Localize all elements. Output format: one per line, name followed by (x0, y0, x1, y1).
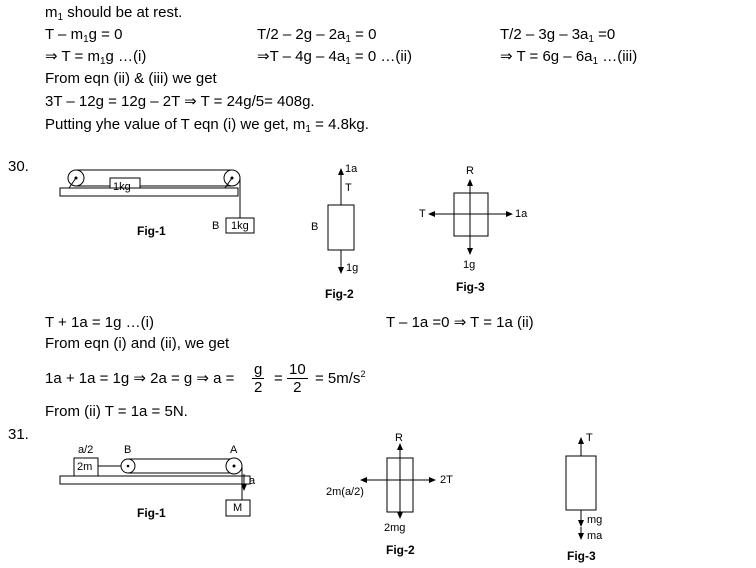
text-from-eqn: From eqn (ii) & (iii) we get (45, 70, 217, 87)
q30-fig3-diagram (428, 179, 513, 255)
q31-fig2-caption: Fig-2 (386, 543, 415, 557)
q30-fig2-T: T (345, 182, 352, 194)
q30-fig2-diagram (327, 168, 355, 274)
q30-fig1-block-label: 1kg (113, 181, 131, 193)
q31-fig1-mass-M: M (233, 502, 243, 514)
q31-fig3-T: T (586, 432, 593, 444)
q30-eq-sign: = (274, 370, 283, 387)
q30-fig2-1a: 1a (345, 163, 358, 175)
eq-col1-row1: T – m1g = 0 (45, 26, 123, 45)
eq-col3-row2: ⇒ T = 6g – 6a1 …(iii) (500, 48, 638, 67)
q31-fig3-caption: Fig-3 (567, 549, 596, 563)
eq-solve-T: 3T – 12g = 12g – 2T ⇒ T = 24g/5= 408g. (45, 93, 315, 110)
q30-fig3-T: T (419, 208, 426, 220)
q31-fig2-2m-a2: 2m(a/2) (326, 486, 364, 498)
q30-eq4-right: = 5m/s2 (315, 369, 366, 388)
question-number-31: 31. (8, 426, 29, 443)
q30-fig1-caption: Fig-1 (137, 224, 166, 238)
q31-fig1-block-2m: 2m (77, 461, 93, 473)
q30-eq5: From (ii) T = 1a = 5N. (45, 403, 188, 420)
q30-eq1: T + 1a = 1g …(i) (45, 314, 154, 331)
q30-eq2: T – 1a =0 ⇒ T = 1a (ii) (386, 314, 534, 331)
q30-fig3-1g: 1g (463, 259, 476, 271)
q31-fig1-caption: Fig-1 (137, 506, 166, 520)
q30-fig3-caption: Fig-3 (456, 280, 485, 294)
question-number-30: 30. (8, 158, 29, 175)
q30-fig1-b-letter: B (212, 220, 220, 232)
line-m1-rest: m1 should be at rest. (45, 4, 183, 23)
q31-fig3-mg: mg (587, 514, 603, 526)
q30-fig3-R: R (466, 165, 474, 177)
q30-fig1-b-block-label: 1kg (231, 220, 249, 232)
q31-fig3-diagram (565, 437, 597, 540)
eq-col2-row2: ⇒T – 4g – 4a1 = 0 …(ii) (257, 48, 413, 67)
q30-fig3-1a: 1a (515, 208, 528, 220)
text-putting-value: Putting yhe value of T eqn (i) we get, m… (45, 116, 369, 135)
q30-fig1-diagram (59, 169, 255, 234)
q30-fig2-1g: 1g (346, 262, 359, 274)
q31-fig2-R: R (395, 432, 403, 444)
eq-col2-row1: T/2 – 2g – 2a1 = 0 (257, 26, 377, 45)
q31-fig1-B: B (124, 444, 132, 456)
q30-fig2-B: B (311, 221, 319, 233)
q31-fig2-2T: 2T (440, 474, 453, 486)
q31-fig3-ma: ma (587, 530, 603, 542)
q31-fig1-accel-a: a (249, 475, 256, 487)
eq-col1-row2: ⇒ T = m1g …(i) (45, 48, 147, 67)
q31-fig1-a-half: a/2 (78, 444, 94, 456)
eq-col3-row1: T/2 – 3g – 3a1 =0 (500, 26, 616, 45)
q31-fig2-diagram (360, 443, 436, 519)
q30-fig2-caption: Fig-2 (325, 287, 354, 301)
q30-eq3: From eqn (i) and (ii), we get (45, 335, 230, 352)
q31-fig2-2mg: 2mg (384, 522, 406, 534)
q30-eq4-left: 1a + 1a = 1g ⇒ 2a = g ⇒ a = (45, 370, 235, 387)
q31-fig1-diagram (59, 457, 251, 517)
q31-fig1-A: A (230, 444, 238, 456)
